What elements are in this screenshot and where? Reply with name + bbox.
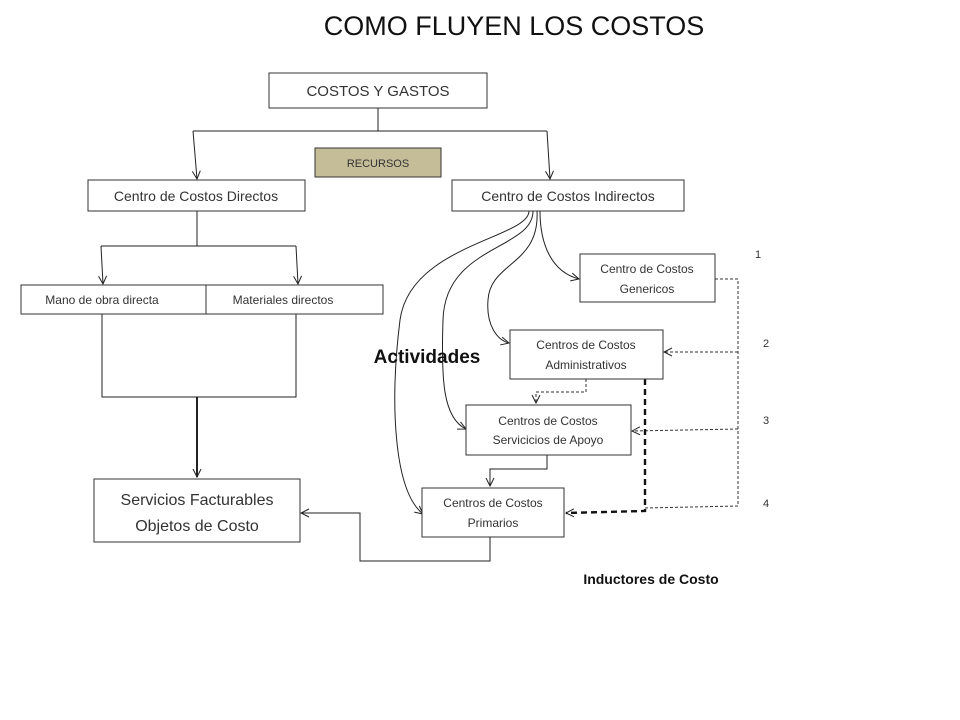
curve-to-apoyo <box>441 210 534 429</box>
dashed-genericos-trunk <box>715 278 739 506</box>
curve-to-administrativos <box>487 210 538 343</box>
genericos-label-line1: Centro de Costos <box>600 262 693 276</box>
cc-directos-box <box>87 179 306 212</box>
dashed-to-primarios-thin <box>644 505 739 509</box>
cc-directos-label: Centro de Costos Directos <box>114 188 278 204</box>
arrow-to-cc-indirectos <box>547 130 550 179</box>
curve-to-primarios <box>394 210 530 514</box>
primarios-label-line1: Centros de Costos <box>443 496 542 510</box>
connector-directos-split <box>101 211 296 247</box>
apoyo-box <box>465 404 632 456</box>
connector-merge-directos <box>101 314 297 398</box>
servicios-box <box>93 478 301 543</box>
administrativos-label-line2: Administrativos <box>545 358 626 372</box>
mano-obra-label: Mano de obra directa <box>45 293 159 307</box>
step-number-3: 3 <box>763 415 769 427</box>
administrativos-box <box>509 329 664 380</box>
arrow-to-cc-directos <box>193 130 197 179</box>
dashed-admin-to-apoyo <box>536 379 587 403</box>
dashed-to-apoyo <box>632 429 739 431</box>
page-title: COMO FLUYEN LOS COSTOS <box>324 11 705 41</box>
primarios-box <box>421 487 565 538</box>
step-number-1: 1 <box>755 249 761 261</box>
servicios-label-line2: Objetos de Costo <box>135 518 259 535</box>
primarios-label-line2: Primarios <box>468 516 519 530</box>
step-number-2: 2 <box>763 338 769 350</box>
step-number-4: 4 <box>763 498 769 510</box>
curve-to-genericos <box>539 210 579 279</box>
inductores-label: Inductores de Costo <box>583 571 718 587</box>
genericos-label-line2: Genericos <box>620 282 675 296</box>
apoyo-label-line2: Servicicios de Apoyo <box>493 433 604 447</box>
connector-costos-split <box>193 108 547 132</box>
cc-indirectos-label: Centro de Costos Indirectos <box>481 188 655 204</box>
materiales-label: Materiales directos <box>233 293 334 307</box>
arrow-to-mano-obra <box>101 245 103 284</box>
cc-indirectos-box <box>451 179 685 212</box>
materiales-box <box>205 284 384 315</box>
costos-gastos-box <box>268 72 488 109</box>
mano-obra-box <box>20 284 207 315</box>
arrow-to-materiales <box>296 245 298 284</box>
apoyo-label-line1: Centros de Costos <box>498 414 597 428</box>
connector-apoyo-to-primarios <box>490 455 548 486</box>
genericos-box <box>579 253 716 303</box>
thick-dashed-admin-to-primarios <box>566 379 647 513</box>
costos-gastos-label: COSTOS Y GASTOS <box>306 83 449 100</box>
servicios-label-line1: Servicios Facturables <box>121 492 274 509</box>
actividades-label: Actividades <box>374 347 481 368</box>
administrativos-label-line1: Centros de Costos <box>536 338 635 352</box>
recursos-box <box>314 147 442 178</box>
recursos-label: RECURSOS <box>347 158 409 170</box>
connector-primarios-to-servicios <box>301 513 491 562</box>
